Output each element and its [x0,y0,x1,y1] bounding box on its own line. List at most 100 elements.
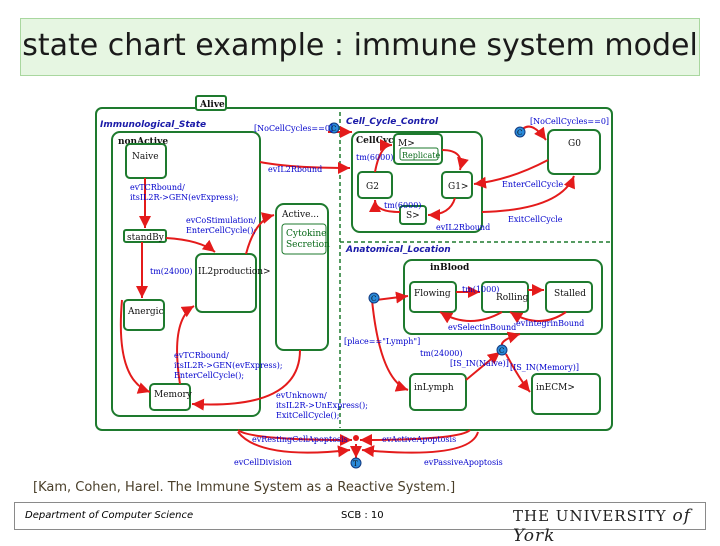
ev-exit-cell-cycle: ExitCellCycle [508,215,563,224]
g1-to-s-arrow [427,197,456,221]
slide-title: state chart example : immune system mode… [22,28,698,63]
university-logo: THE UNIVERSITY of York [513,506,705,546]
connector-letter-top: C [331,125,336,133]
ev-il2rbound-top: evIL2Rbound [268,165,322,174]
standby-label: standBy [127,233,165,243]
in-lymph-state [409,373,467,411]
cell-division-arrow [237,431,351,458]
ev-costim-1: evCoStimulation/ [186,216,256,225]
active-to-memory-arrow [191,349,301,411]
m-label: M> [398,139,415,149]
citation: [Kam, Cohen, Harel. The Immune System as… [33,480,456,495]
cell-cycle-label: CellCycle [356,136,403,146]
resting-apoptosis-arrow [237,429,353,446]
in-ecm-state [531,373,601,415]
ev-passive-apoptosis: evPassiveApoptosis [424,458,503,467]
stalled-state [545,281,593,313]
exit-cell-cycle-arrow [481,175,575,213]
memory-label: Memory [154,390,193,400]
active-apoptosis-arrow [359,429,471,446]
connector-to-flowing-arrow [375,291,409,304]
connector-letter-anatomical: C [371,295,376,303]
ev-il2rbound-cc: evIL2Rbound [436,223,490,232]
in-blood-label: inBlood [430,263,470,273]
flowing-label: Flowing [414,289,451,299]
footer-department: Department of Computer Science [25,510,194,521]
cytokine-label: Cytokine [286,229,326,239]
replicate-state [399,147,439,161]
il2-to-active-arrow [245,212,275,255]
ev-tcrbound-b1: evTCRbound/ [174,351,229,360]
cell-cycle-region-title: Cell_Cycle_Control [346,117,439,127]
g2-to-m-arrow [374,139,393,173]
naive-to-memory-arrow [119,299,151,394]
alive-label: Alive [199,100,225,110]
il2production-state [195,253,257,313]
ev-unknown-3: ExitCellCycle(); [276,411,339,420]
non-active-label: nonActive [118,137,168,147]
ev-active-apoptosis: evActiveApoptosis [382,435,456,444]
rolling-to-flowing-arrow [439,311,503,324]
junction-bottom [353,435,359,441]
il2production-label: IL2production> [198,267,271,277]
ev-costim-2: EnterCellCycle(); [186,226,256,235]
ev-tm24000-left: tm(24000) [150,267,193,276]
anergic-state [123,299,165,331]
connector-to-inecm-arrow [505,353,531,393]
ev-tm24000-right: tm(24000) [420,349,463,358]
stalled-to-rolling-arrow [509,311,567,324]
statechart-diagram: Alive Immunological_State Cell_Cycle_Con… [95,95,613,469]
in-lymph-label: inLymph [414,383,454,393]
connector-to-inlymph-arrow [371,299,409,392]
g1-state [441,171,473,199]
connector-c-top [328,122,340,134]
footer: Department of Computer Science SCB : 10 … [14,502,706,546]
standby-state [123,229,167,243]
ev-unknown-1: evUnknown/ [276,391,327,400]
ev-unknown-2: itsIL2R->UnExpress(); [276,401,368,410]
ev-is-in-naive: [IS_IN(Naive)] [450,359,509,368]
footer-page-number: SCB : 10 [341,510,384,521]
ev-tm6000-a: tm(6000) [356,153,393,162]
active-label: Active... [281,210,319,220]
ev-cell-division: evCellDivision [234,458,292,467]
il2rbound-top-arrow [259,161,351,174]
memory-to-il2-arrow [176,305,195,385]
ev-tcrbound-b3: EnterCellCycle(); [174,371,244,380]
s-state [399,205,427,225]
university-logo-text: THE UNIVERSITY [513,507,667,525]
ev-tm1000: tm(1000) [462,285,499,294]
ev-integrin: evIntegrinBound [516,319,584,328]
non-active-state [111,131,261,417]
g0-label: G0 [568,139,581,149]
enter-cell-cycle-arrow [473,159,549,189]
cytokine-secretion-state [281,223,327,255]
secretion-label-text: Secretion [286,240,330,250]
s-to-g2-arrow [369,199,401,213]
standby-to-il2-arrow [165,237,216,253]
connector-letter-lymph: C [499,347,504,355]
connector-letter-right: C [517,129,522,137]
replicate-label: Replicate [402,151,440,160]
terminal-letter: T [353,460,358,468]
passive-apoptosis-arrow [361,431,479,458]
ev-nocellcycles-left: [NoCellCycles==0] [254,124,333,133]
immunological-region-title: Immunological_State [100,120,206,130]
ev-nocellcycles-right: [NoCellCycles==0] [530,117,609,126]
in-ecm-label: inECM> [536,383,575,393]
ev-tm6000-b: tm(6000) [384,201,421,210]
title-bar: state chart example : immune system mode… [20,18,700,76]
naive-label: Naive [132,152,159,162]
ev-tcrbound-2: itsIL2R->GEN(evExpress); [130,193,239,202]
anergic-label: Anergic [127,307,164,317]
g0-state [547,129,601,175]
ev-tcrbound-1: evTCRbound/ [130,183,185,192]
ev-is-in-memory: [IS_IN(Memory)] [510,363,579,372]
terminal-t [350,457,362,469]
connector-c-anatomical [368,292,380,304]
rolling-label: Rolling [496,293,529,303]
g2-label: G2 [366,182,379,192]
stalled-label: Stalled [554,289,586,299]
ev-enter-cell-cycle: EnterCellCycle [502,180,563,189]
s-label: S> [406,211,420,221]
